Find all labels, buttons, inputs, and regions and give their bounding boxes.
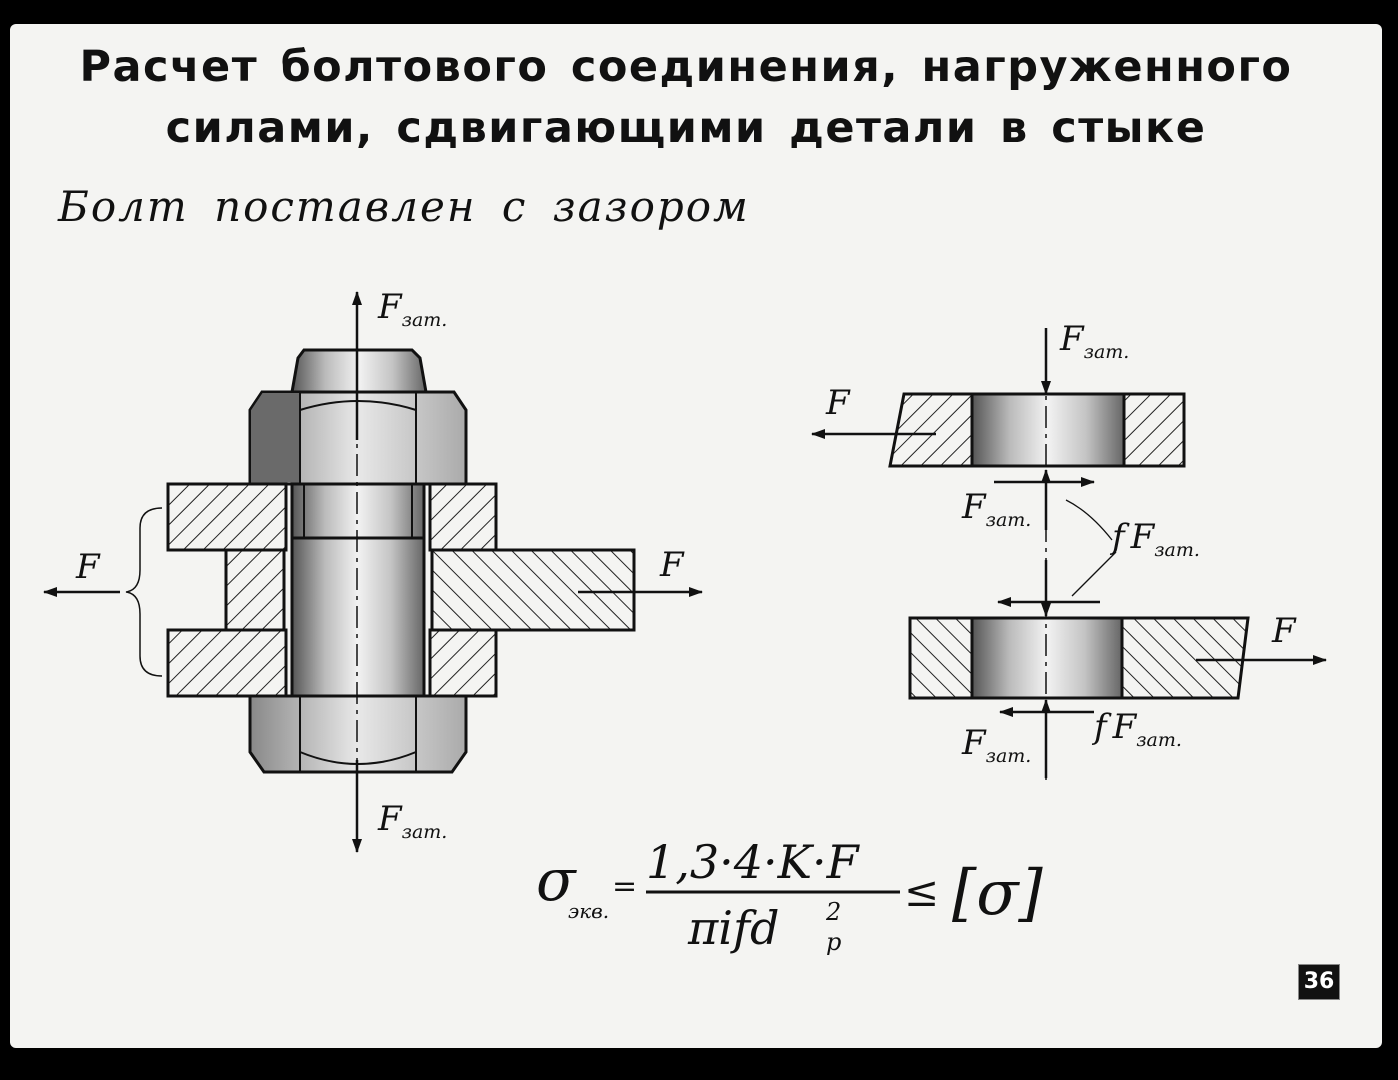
label-force-right: F [659, 545, 685, 585]
label-clamp-top: Fзат. [377, 287, 447, 331]
label-clamp-bottom: Fзат. [377, 799, 447, 843]
right-assembly [811, 328, 1327, 780]
formula-allowable-stress: [σ] [952, 856, 1044, 929]
plates-brace [125, 507, 163, 677]
formula-denominator: πifd [687, 901, 779, 955]
formula-sigma-subscript: экв. [568, 899, 609, 923]
label-clamp-mid: Fзат. [961, 487, 1031, 531]
page-number-badge: 36 [1298, 964, 1340, 1000]
formula-numerator: 1,3·4·K·F [646, 835, 861, 889]
label-force-upper: F [825, 383, 851, 423]
formula-denominator-subscript: p [826, 928, 841, 956]
left-assembly [43, 291, 703, 853]
formula-denominator-superscript: 2 [825, 898, 841, 926]
label-clamp-bottom-right: Fзат. [961, 723, 1031, 767]
label-force-left: F [75, 547, 101, 587]
bolt-thread-end [290, 348, 428, 394]
equivalent-stress-formula: σ экв. = 1,3·4·K·F πifd 2 p ≤ [σ] [536, 835, 1044, 956]
label-force-lower: F [1271, 611, 1297, 651]
bolt-shank [290, 482, 426, 698]
bolt-head [248, 694, 468, 774]
middle-plate [224, 548, 636, 632]
lower-plate [908, 616, 1250, 700]
formula-sigma: σ [536, 846, 577, 914]
slide-subtitle: Болт поставлен с зазором [58, 182, 750, 231]
formula-equals: = [612, 869, 637, 904]
formula-leq: ≤ [904, 867, 939, 916]
upper-plate [888, 392, 1186, 468]
label-clamp-top-right: Fзат. [1059, 319, 1129, 363]
outer-plate-bottom [166, 628, 498, 698]
slide-title-line-2: силами, сдвигающими детали в стыке [165, 103, 1207, 153]
slide-title-line-1: Расчет болтового соединения, нагруженног… [79, 42, 1293, 92]
